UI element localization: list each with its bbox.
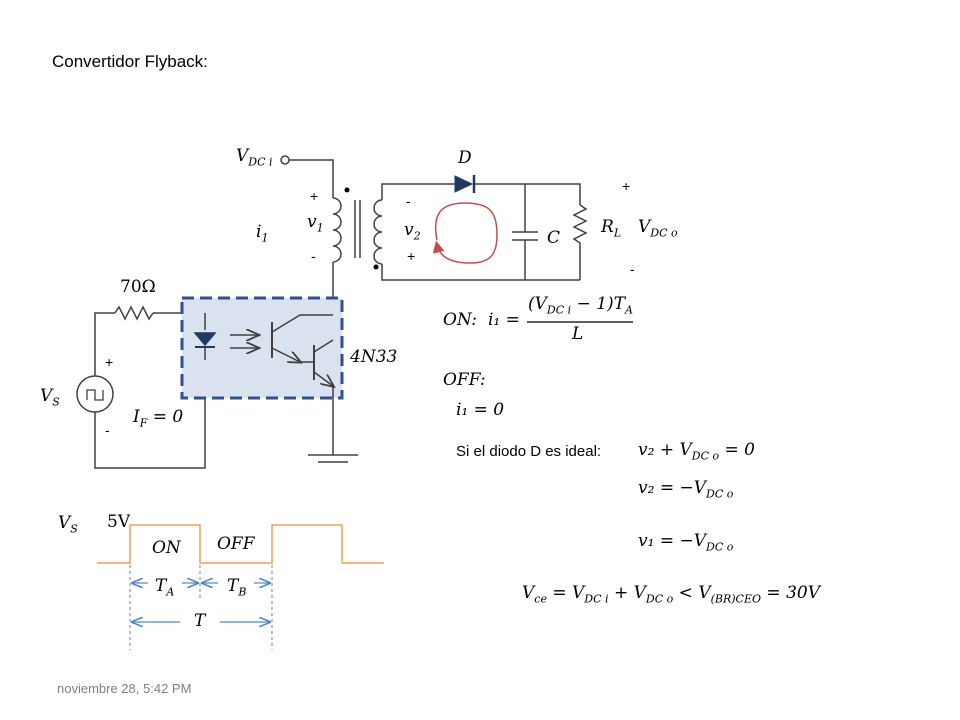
eq-kvl: v₂ + VDC o = 0 bbox=[638, 440, 755, 463]
wire-led-bottom bbox=[94, 350, 206, 469]
label-i1: i1 bbox=[256, 222, 269, 245]
eq-v1: v₁ = −VDC o bbox=[638, 531, 734, 554]
resistor-rl bbox=[572, 204, 588, 280]
wave-label-vs: VS bbox=[58, 513, 78, 536]
sign-vo-plus: + bbox=[622, 178, 631, 194]
wave-label-off: OFF bbox=[217, 534, 255, 554]
eq-on-numerator: (VDC i − 1)TA bbox=[528, 294, 633, 317]
label-vs: VS bbox=[40, 386, 60, 409]
dot-primary bbox=[344, 187, 350, 193]
sign-vs-plus: + bbox=[105, 354, 114, 370]
wave-label-period: T bbox=[194, 611, 206, 631]
vdci-terminal bbox=[280, 155, 290, 165]
eq-on-lhs: i₁ = bbox=[488, 310, 520, 330]
led-diode bbox=[193, 332, 217, 347]
eq-v2: v₂ = −VDC o bbox=[638, 478, 734, 501]
eq-off-label: OFF: bbox=[443, 370, 486, 390]
footer-date: noviembre 28, 5:42 PM bbox=[57, 681, 192, 696]
eq-off-value: i₁ = 0 bbox=[456, 400, 505, 420]
label-vdco: VDC o bbox=[638, 217, 678, 240]
wire-source-top bbox=[94, 312, 115, 355]
diode-d bbox=[454, 175, 474, 193]
wire-secondary-top bbox=[381, 183, 455, 200]
label-capacitor: C bbox=[547, 228, 561, 248]
label-resistor-value: 70Ω bbox=[120, 277, 156, 297]
sign-v2-plus: + bbox=[407, 248, 416, 264]
resistor-70 bbox=[114, 305, 154, 321]
sign-v1-plus: + bbox=[310, 188, 319, 204]
slide-title: Convertidor Flyback: bbox=[52, 52, 208, 71]
secondary-coil bbox=[373, 199, 383, 265]
current-loop bbox=[432, 202, 498, 264]
eq-on-label: ON: bbox=[443, 310, 477, 330]
label-vdci: VDC i bbox=[236, 146, 273, 169]
wave-label-on: ON bbox=[152, 538, 181, 558]
wire-secondary-bottom bbox=[381, 264, 580, 281]
wire-out-top bbox=[475, 183, 581, 205]
dot-secondary bbox=[373, 264, 379, 270]
wave-label-tb: TB bbox=[227, 576, 247, 599]
square-waveform bbox=[97, 524, 384, 564]
square-wave-symbol bbox=[86, 389, 104, 401]
eq-on-denominator: L bbox=[572, 324, 584, 344]
label-rl: RL bbox=[601, 217, 622, 240]
sign-v2-minus: - bbox=[406, 193, 411, 209]
primary-coil bbox=[332, 197, 342, 263]
sign-vo-minus: - bbox=[630, 261, 635, 277]
wave-label-amplitude: 5V bbox=[107, 512, 131, 532]
wire-primary-top bbox=[289, 159, 334, 198]
label-diode-d: D bbox=[458, 148, 472, 168]
label-v2: v2 bbox=[404, 220, 421, 243]
eq-vce: Vce = VDC i + VDC o < V(BR)CEO = 30V bbox=[522, 583, 820, 606]
label-if: IF = 0 bbox=[133, 407, 184, 430]
sign-vs-minus: - bbox=[105, 422, 110, 438]
wave-label-ta: TA bbox=[155, 576, 175, 599]
ideal-diode-text: Si el diodo D es ideal: bbox=[456, 443, 602, 460]
label-v1: v1 bbox=[307, 212, 324, 235]
sign-v1-minus: - bbox=[311, 248, 316, 264]
label-optocoupler: 4N33 bbox=[350, 347, 398, 367]
